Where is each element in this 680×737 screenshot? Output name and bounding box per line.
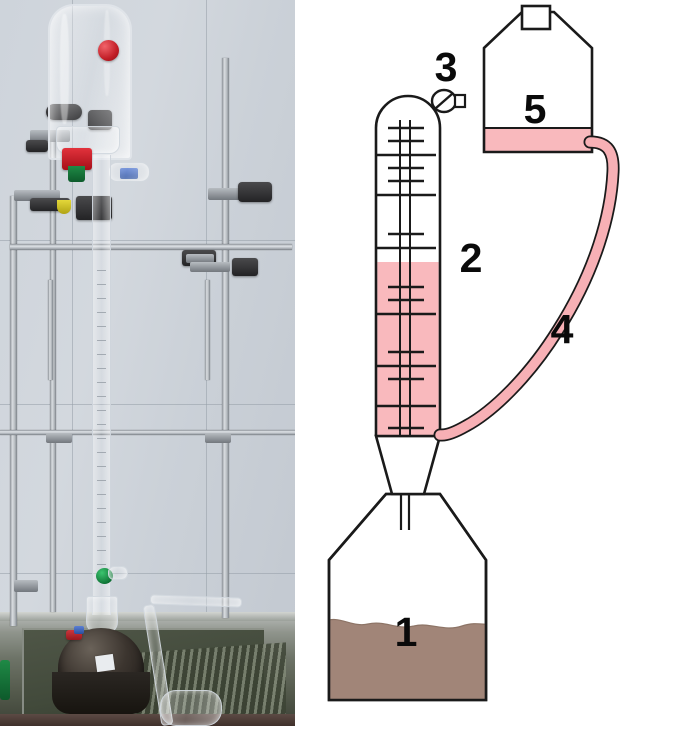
green-stopcock-upper (68, 166, 85, 182)
callout-label-1: 1 (395, 609, 418, 655)
stopcock-handle[interactable] (453, 93, 467, 109)
clamp-screw-crossbar (186, 254, 214, 263)
flask-clip-blue (74, 626, 84, 634)
schematic-panel: 3 2 5 4 1 (296, 0, 680, 737)
boiling-flask (327, 492, 488, 702)
flask-label-tag (94, 653, 116, 673)
wall-seam (0, 240, 295, 241)
retort-stand-left-inner (50, 142, 56, 612)
receiver-liquid (484, 128, 592, 152)
graduation-ticks (377, 126, 436, 430)
receiver-pink-liquid (484, 128, 592, 152)
retort-stand-left (10, 196, 17, 626)
heating-mantle (52, 672, 150, 714)
wall-seam (0, 573, 295, 574)
yellow-clip (57, 200, 71, 214)
tube-fill-stroke (435, 137, 618, 440)
retort-stand-right (222, 58, 229, 618)
bench-front-edge (0, 714, 295, 726)
lab-wall-background (0, 0, 295, 640)
red-stopper-lower (62, 148, 92, 170)
receiver-flask (482, 4, 594, 154)
flask-clip-red (66, 630, 82, 640)
callout-label-2: 2 (460, 235, 483, 281)
clamp-boss-mid (14, 190, 60, 201)
connecting-tube (433, 135, 620, 442)
clamp-boss-lower-right (205, 433, 231, 443)
column-outline (374, 94, 442, 436)
graduation-marks-photo (97, 270, 106, 570)
receiver-stopper (520, 4, 552, 31)
red-stopper-upper (98, 40, 119, 61)
funnel-outline (374, 434, 442, 496)
photograph-panel (0, 0, 295, 726)
gas-cylinder-edge (0, 660, 10, 700)
blue-clip (120, 168, 138, 179)
wall-seam (0, 404, 295, 405)
glass-dish (160, 690, 222, 726)
callout-label-3: 3 (435, 44, 458, 90)
liquid-surface-line (329, 618, 486, 629)
crossbar-upper (10, 244, 292, 250)
graduated-column (374, 94, 442, 438)
callout-label-5: 5 (524, 86, 547, 132)
clamp-grip-right (238, 182, 272, 202)
column-lower-joint (86, 596, 118, 634)
stopcock-valve[interactable] (430, 88, 467, 114)
tube-outline-stroke (433, 135, 620, 442)
clamp-body-mid (76, 196, 112, 220)
callout-label-4: 4 (551, 306, 574, 352)
funnel-adapter (374, 434, 442, 496)
clamp-boss-lower-left (46, 433, 72, 443)
glass-side-arm (108, 162, 150, 182)
boiling-flask-outline-overlay (327, 492, 488, 702)
clamp-arm-right (205, 280, 210, 380)
glass-highlight (60, 14, 69, 124)
clamp-arm-crossbar (190, 262, 230, 272)
crossbar-lower (0, 430, 295, 435)
clamp-grip-upper (26, 140, 48, 152)
bench-rim (0, 612, 295, 621)
clamp-arm-left (48, 280, 53, 380)
stopcock-barrel (108, 566, 128, 580)
stopcock-slot (435, 93, 453, 109)
clamp-jaw-crossbar (232, 258, 258, 276)
clamp-boss-base-left (14, 580, 38, 592)
wall-seam (72, 0, 73, 640)
apparatus-schematic: 3 2 5 4 1 (327, 4, 620, 702)
brown-liquid-fill (329, 619, 486, 700)
boiling-flask-liquid (329, 618, 486, 700)
